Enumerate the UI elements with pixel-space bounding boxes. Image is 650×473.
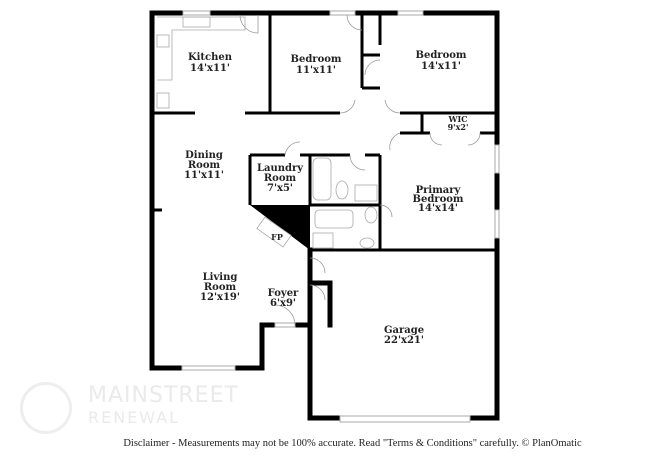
foyer-size: 6'x9' [270,298,296,309]
bedroom2-size: 14'x11' [421,61,461,72]
watermark-line2: RENEWAL [88,408,181,427]
living-name-1: Living [203,272,238,283]
windows [181,10,500,423]
laundry-name-1: Laundry [257,163,304,174]
foyer-name: Foyer [268,288,299,299]
primary-name-2: Bedroom [413,194,464,205]
interior-walls [152,13,497,252]
primary-name-1: Primary [416,185,462,196]
watermark-line1: MAINSTREET [88,383,239,408]
logo-icon [20,382,72,434]
bedroom1-name: Bedroom [291,54,342,65]
living-name-2: Room [204,282,237,293]
wic-name: WIC [447,114,467,124]
fireplace-label: FP [271,232,283,242]
bedroom1-size: 11'x11' [296,65,336,76]
laundry-name-2: Room [264,173,297,184]
fixtures [156,16,378,249]
door-swings [239,14,481,326]
garage-size: 22'x21' [384,335,424,346]
kitchen-size: 14'x11' [190,63,230,74]
dining-size: 11'x11' [184,170,224,181]
primary-size: 14'x14' [418,203,458,214]
disclaimer: Disclaimer - Measurements may not be 100… [123,438,582,449]
living-size: 12'x19' [200,292,240,303]
kitchen-name: Kitchen [188,52,233,63]
watermark-logo: MAINSTREET RENEWAL [20,382,280,434]
laundry-size: 7'x5' [267,183,293,194]
dining-name-1: Dining [185,150,223,161]
wic-size: 9'x2' [448,122,469,132]
dining-name-2: Room [188,160,221,171]
garage-name: Garage [384,325,424,336]
bedroom2-name: Bedroom [416,50,467,61]
